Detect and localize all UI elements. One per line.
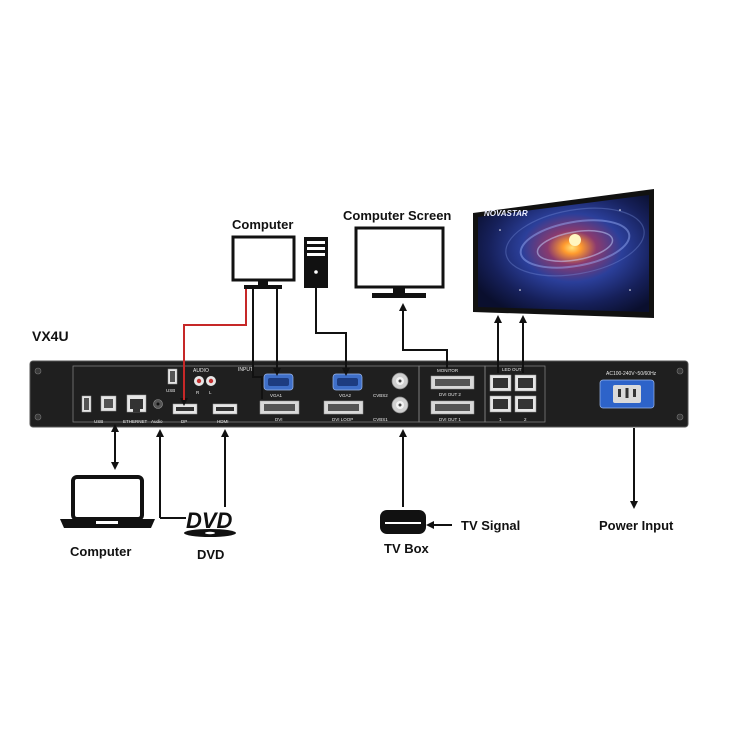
cvbs1-label: CVBS1 <box>373 417 388 422</box>
dp-cable-line <box>183 289 247 400</box>
tv-box-icon <box>380 510 426 534</box>
hdmi-port <box>212 403 238 415</box>
vga1-port <box>263 373 294 391</box>
ethernet-port <box>126 394 147 413</box>
usb-bottom-port <box>81 395 92 413</box>
computer-top-label: Computer <box>232 217 293 232</box>
tv-box-label: TV Box <box>384 541 430 556</box>
cvbs2-label: CVBS2 <box>373 393 388 398</box>
power-input-label: Power Input <box>599 518 674 533</box>
computer-screen-icon <box>354 226 445 298</box>
screen-brand-logo: NOVASTAR <box>484 209 528 218</box>
audio-r-label: R <box>196 390 200 395</box>
audio-l-jack <box>206 376 216 386</box>
audio-l-label: L <box>209 390 212 395</box>
dvd-label: DVD <box>197 547 224 562</box>
dvi-loop-port <box>323 400 364 415</box>
dvd-logo-text: DVD <box>186 508 233 533</box>
usb-top-label: USB <box>166 388 175 393</box>
cvbs2-bnc-port <box>391 372 409 390</box>
dvi-port <box>259 400 300 415</box>
audio-jack-label: Audio <box>151 419 163 424</box>
dvi-out2-label: DVI OUT 2 <box>439 392 461 397</box>
led-port-1-label: 1 <box>499 417 502 422</box>
vga2-label: VGA2 <box>339 393 352 398</box>
dp-label: DP <box>181 419 187 424</box>
audio-r-jack <box>194 376 204 386</box>
power-rating-label: AC100-240V~50/60Hz <box>606 371 657 377</box>
usb-b-port <box>100 395 117 412</box>
vga2-port <box>332 373 363 391</box>
dvi-out1-port <box>430 400 475 415</box>
computer-tower-icon <box>304 237 328 288</box>
monitor-section-label: MONITOR <box>437 368 459 373</box>
hdmi-label: HDMI <box>217 419 229 424</box>
audio-jack <box>153 399 163 409</box>
vx4u-device-panel <box>29 360 689 428</box>
led-out-port-2 <box>514 395 537 413</box>
computer-monitor-icon <box>231 235 296 289</box>
input-section-label: INPUT <box>238 367 253 373</box>
led-display-screen: NOVASTAR <box>473 189 654 318</box>
tv-signal-label: TV Signal <box>461 518 520 533</box>
led-out-port-4 <box>514 374 537 392</box>
usb-bottom-label: USB <box>94 419 103 424</box>
led-port-2-label: 2 <box>524 417 527 422</box>
dvi-out1-label: DVI OUT 1 <box>439 417 461 422</box>
led-out-port-3 <box>489 374 512 392</box>
computer-screen-label: Computer Screen <box>343 208 451 223</box>
laptop-icon <box>60 475 155 528</box>
dp-port <box>172 403 198 415</box>
led-out-port-1 <box>489 395 512 413</box>
usb-top-port <box>167 368 178 385</box>
audio-section-label: AUDIO <box>193 368 209 374</box>
led-out-section-label: LED OUT <box>502 367 522 372</box>
vga1-label: VGA1 <box>270 393 283 398</box>
dvi-out2-port <box>430 375 475 390</box>
cvbs1-bnc-port <box>391 396 409 414</box>
power-socket <box>599 379 655 409</box>
computer-bottom-label: Computer <box>70 544 131 559</box>
ethernet-label: ETHERNET <box>123 419 148 424</box>
dvi-label: DVI <box>275 417 283 422</box>
device-model-label: VX4U <box>32 328 69 344</box>
dvi-loop-label: DVI LOOP <box>332 417 353 422</box>
dvd-logo-icon: DVD <box>184 508 236 537</box>
